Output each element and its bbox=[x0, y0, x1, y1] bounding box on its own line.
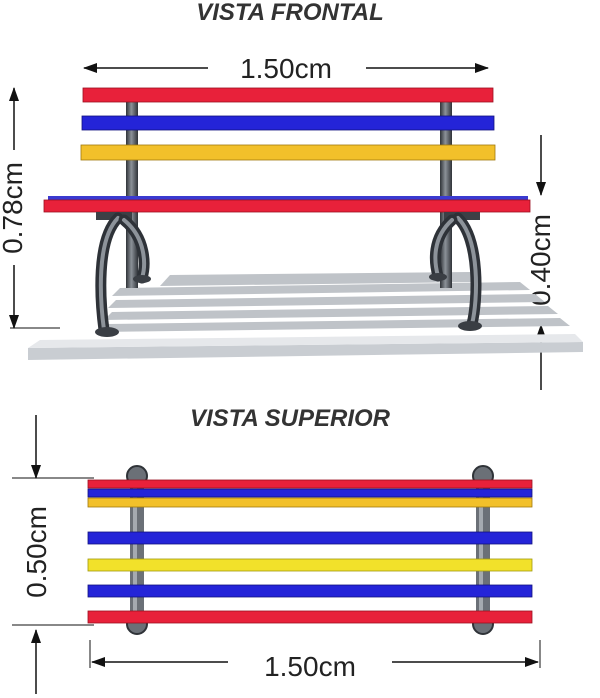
seat-height-label: 0.40cm bbox=[525, 214, 556, 306]
backrest-slat-blue bbox=[81, 115, 495, 131]
floor-slab bbox=[28, 334, 583, 360]
foot-right-front bbox=[458, 321, 482, 331]
top-view-slats bbox=[87, 479, 533, 624]
seat-height-dimension: 0.40cm bbox=[525, 135, 556, 390]
top-depth-dimension: 0.50cm bbox=[12, 415, 94, 694]
top-view-title: VISTA SUPERIOR bbox=[190, 405, 391, 432]
foot-left-back bbox=[133, 275, 151, 283]
front-height-label: 0.78cm bbox=[0, 162, 28, 254]
front-view-title: VISTA FRONTAL bbox=[196, 0, 384, 26]
leg-left bbox=[95, 212, 150, 336]
top-width-dimension: 1.50cm bbox=[89, 640, 541, 682]
top-slat-yellow-back bbox=[87, 497, 533, 508]
backrest-slat-red bbox=[82, 87, 494, 103]
leg-right bbox=[429, 212, 482, 330]
top-width-label: 1.50cm bbox=[264, 651, 356, 682]
top-slat-yellow bbox=[87, 558, 533, 572]
top-slat-blue-back bbox=[87, 488, 533, 498]
top-slat-red-front bbox=[87, 610, 533, 624]
top-slat-blue-2 bbox=[87, 584, 533, 598]
seat-slat-front bbox=[43, 199, 531, 213]
foot-left-front bbox=[95, 327, 119, 337]
top-depth-label: 0.50cm bbox=[21, 506, 52, 598]
front-height-dimension: 0.78cm bbox=[0, 87, 60, 329]
foot-right-back bbox=[429, 273, 447, 281]
seat-slat-back bbox=[48, 196, 528, 201]
top-slat-blue-1 bbox=[87, 531, 533, 545]
front-width-label: 1.50cm bbox=[240, 53, 332, 84]
top-slat-red-back bbox=[87, 479, 533, 489]
bench-shadow bbox=[100, 272, 570, 332]
front-width-dimension: 1.50cm bbox=[83, 53, 489, 84]
backrest-slat-yellow bbox=[80, 144, 496, 161]
